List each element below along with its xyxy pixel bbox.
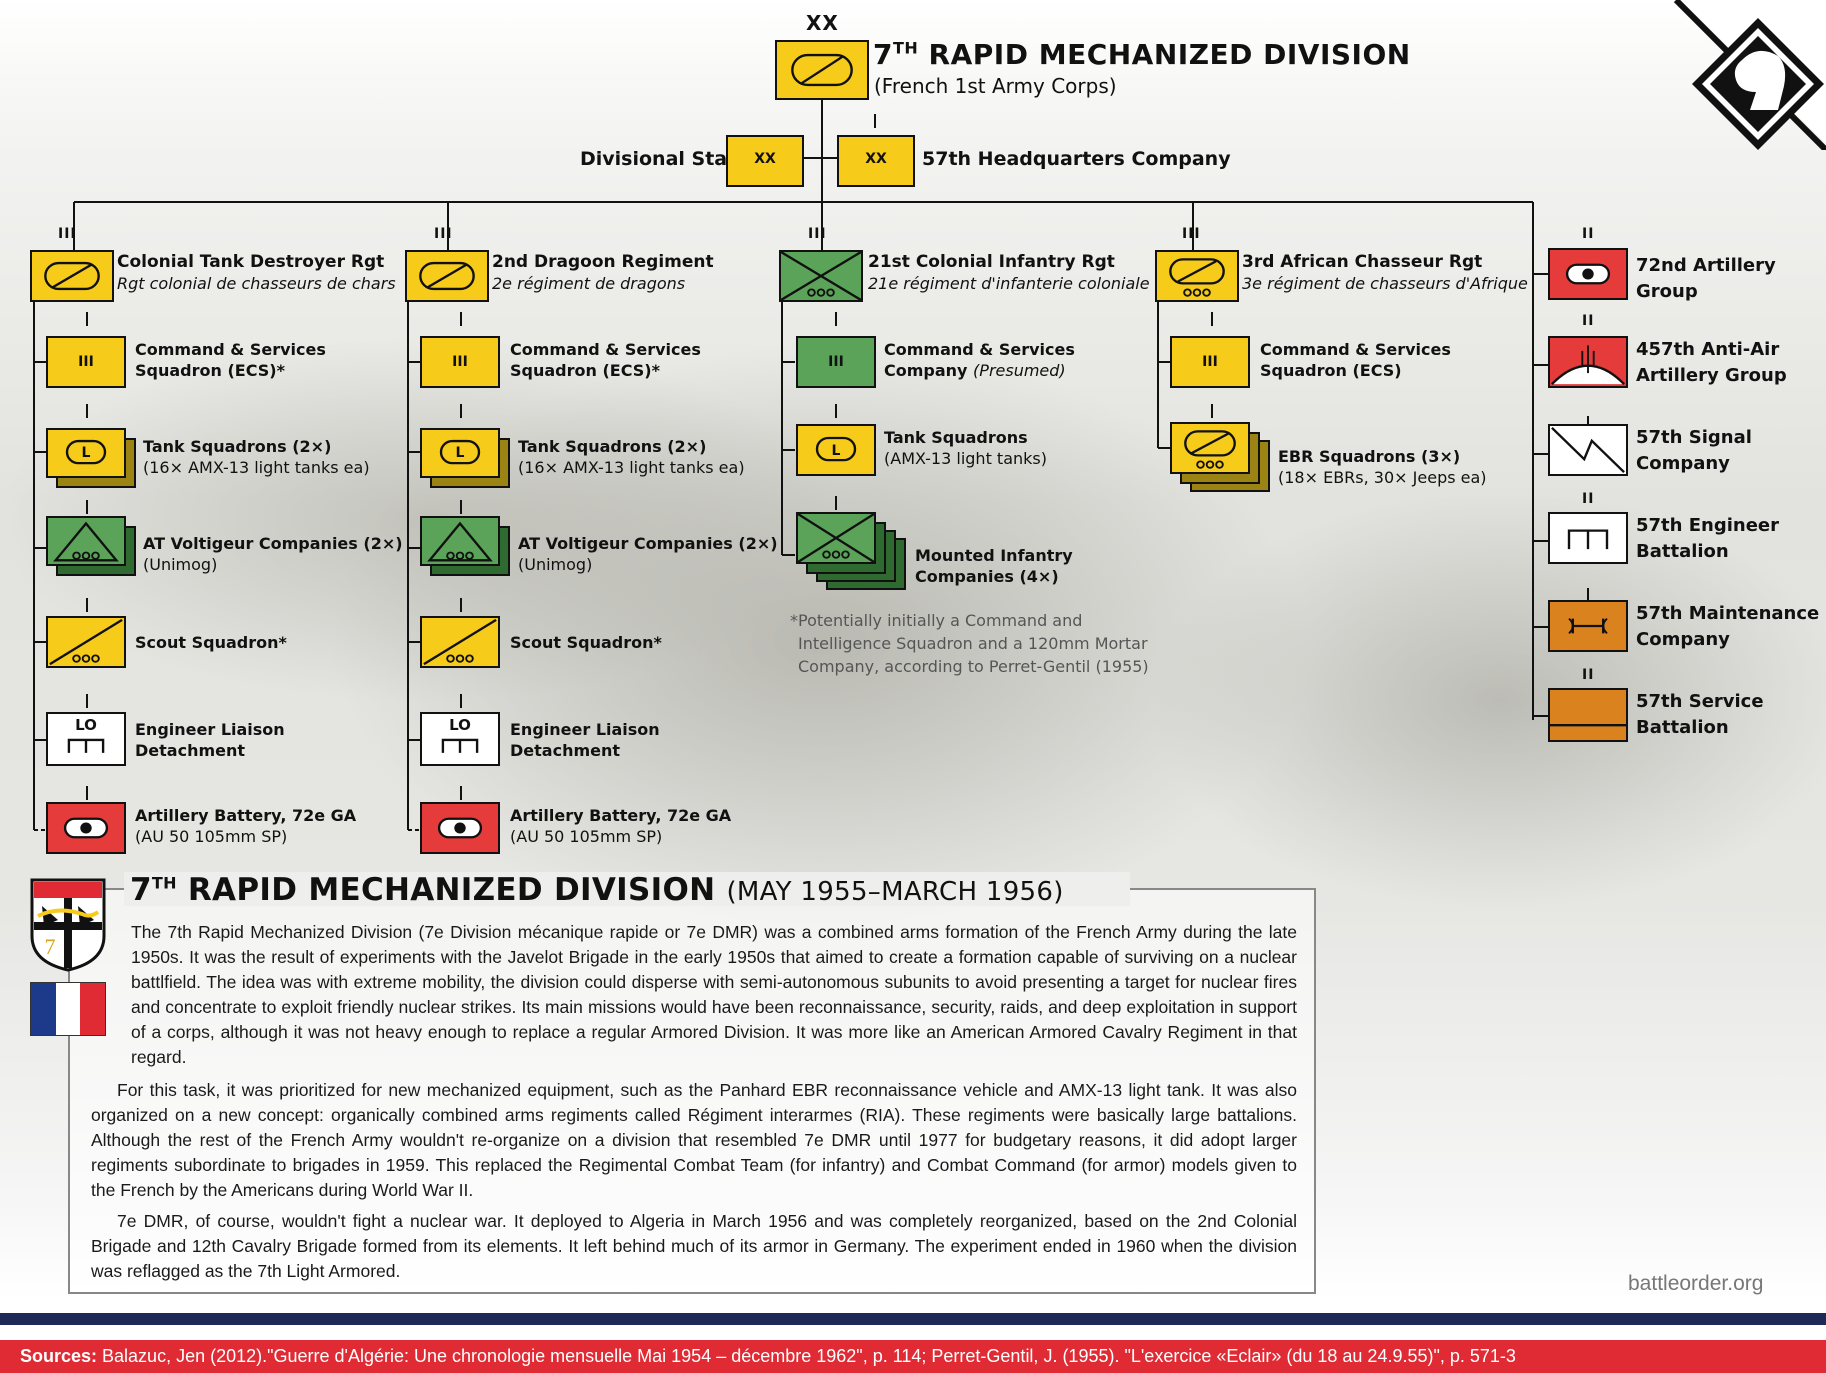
reg3-label: 21st Colonial Infantry Rgt 21e régiment … — [868, 252, 1150, 294]
reg4-echelon: III — [1182, 227, 1201, 241]
reg2-artillery-symbol[interactable] — [420, 802, 500, 854]
reg1-scout-label: Scout Squadron* — [135, 632, 287, 653]
reg1-symbol[interactable] — [30, 250, 114, 302]
reg2-scout-symbol[interactable] — [420, 616, 500, 668]
article-paragraph-1: The 7th Rapid Mechanized Division (7e Di… — [131, 920, 1297, 1070]
support1-echelon: II — [1582, 227, 1594, 241]
reg1-artillery-label: Artillery Battery, 72e GA(AU 50 105mm SP… — [135, 805, 356, 847]
article-title: 7TH RAPID MECHANIZED DIVISION (MAY 1955–… — [130, 872, 1064, 908]
maintenance-company-symbol[interactable] — [1548, 600, 1628, 652]
service-battalion-symbol[interactable] — [1548, 688, 1628, 742]
engineer-battalion-symbol[interactable] — [1548, 512, 1628, 564]
reg2-at-symbol[interactable] — [420, 516, 500, 566]
division-subtitle: (French 1st Army Corps) — [874, 74, 1117, 98]
engineer-echelon: II — [1582, 492, 1594, 506]
signal-company-symbol[interactable] — [1548, 424, 1628, 476]
reg2-tank-label: Tank Squadrons (2×)(16× AMX-13 light tan… — [518, 436, 745, 478]
reg1-tank-symbol[interactable]: L — [46, 428, 126, 478]
article-paragraph-3: 7e DMR, of course, wouldn't fight a nucl… — [91, 1209, 1297, 1284]
reg4-ecs-symbol[interactable]: III — [1170, 336, 1250, 388]
reg2-artillery-label: Artillery Battery, 72e GA(AU 50 105mm SP… — [510, 805, 731, 847]
reg2-at-label: AT Voltigeur Companies (2×)(Unimog) — [518, 533, 778, 575]
antiair-group-symbol[interactable] — [1548, 336, 1628, 388]
reg1-artillery-symbol[interactable] — [46, 802, 126, 854]
battleorder-logo — [1672, 0, 1826, 150]
reg4-ebr-label: EBR Squadrons (3×)(18× EBRs, 30× Jeeps e… — [1278, 446, 1487, 488]
reg1-at-symbol[interactable] — [46, 516, 126, 566]
reg2-engineer-symbol[interactable]: LO — [420, 712, 500, 766]
reg1-ecs-symbol[interactable]: III — [46, 336, 126, 388]
reg1-scout-symbol[interactable] — [46, 616, 126, 668]
reg1-label: Colonial Tank Destroyer Rgt Rgt colonial… — [117, 252, 396, 294]
divisional-staff-label: Divisional Staff — [580, 149, 743, 170]
reg3-tank-symbol[interactable]: L — [796, 424, 876, 476]
reg4-label: 3rd African Chasseur Rgt 3e régiment de … — [1242, 252, 1528, 294]
reg2-label: 2nd Dragoon Regiment 2e régiment de drag… — [492, 252, 714, 294]
artillery-group-symbol[interactable] — [1548, 248, 1628, 300]
emblem-number: 7 — [38, 934, 62, 960]
division-symbol[interactable] — [775, 40, 869, 100]
reg3-tank-label: Tank Squadrons(AMX-13 light tanks) — [884, 427, 1047, 469]
sources-bar: Sources: Balazuc, Jen (2012)."Guerre d'A… — [0, 1340, 1826, 1373]
white-band — [0, 1325, 1826, 1340]
navy-band — [0, 1313, 1826, 1325]
french-flag — [30, 982, 106, 1036]
reg3-echelon: III — [808, 227, 827, 241]
division-title: 7TH RAPID MECHANIZED DIVISION — [873, 38, 1411, 71]
website-link[interactable]: battleorder.org — [1628, 1272, 1763, 1296]
reg1-at-label: AT Voltigeur Companies (2×)(Unimog) — [143, 533, 403, 575]
reg4-ebr-symbol[interactable] — [1170, 422, 1250, 474]
reg2-scout-label: Scout Squadron* — [510, 632, 662, 653]
service-echelon: II — [1582, 668, 1594, 682]
reg2-echelon: III — [434, 227, 453, 241]
division-emblem: 7 — [28, 876, 108, 972]
reg3-symbol[interactable] — [779, 250, 863, 302]
reg2-tank-symbol[interactable]: L — [420, 428, 500, 478]
article-paragraph-2: For this task, it was prioritized for ne… — [91, 1078, 1297, 1203]
reg2-symbol[interactable] — [405, 250, 489, 302]
antiair-echelon: II — [1582, 314, 1594, 328]
reg3-ccs-label: Command & Services Company (Presumed) — [884, 339, 1075, 381]
reg1-engineer-symbol[interactable]: LO — [46, 712, 126, 766]
footnote: *Potentially initially a Command and Int… — [790, 609, 1149, 678]
hq-company-symbol[interactable]: XX — [837, 135, 915, 187]
division-echelon: XX — [806, 16, 839, 30]
reg1-tank-label: Tank Squadrons (2×)(16× AMX-13 light tan… — [143, 436, 370, 478]
divisional-staff-symbol[interactable]: XX — [726, 135, 804, 187]
reg4-symbol[interactable] — [1155, 250, 1239, 302]
reg1-echelon: III — [58, 227, 77, 241]
reg2-ecs-symbol[interactable]: III — [420, 336, 500, 388]
reg3-ccs-symbol[interactable]: III — [796, 336, 876, 388]
hq-company-label: 57th Headquarters Company — [922, 149, 1231, 170]
reg3-inf-symbol[interactable] — [796, 512, 876, 564]
